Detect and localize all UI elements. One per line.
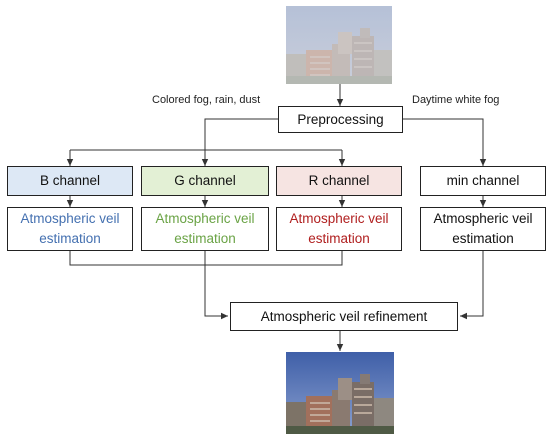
r-channel-box: R channel <box>276 166 402 196</box>
connector-preprocessing-left <box>204 118 278 150</box>
veil-estimation-min-box: Atmospheric veil estimation <box>420 207 546 251</box>
veil-estimation-r-box: Atmospheric veil estimation <box>276 207 402 251</box>
edge-label-colored-fog: Colored fog, rain, dust <box>152 94 261 106</box>
veil-estimation-r-label: Atmospheric veil estimation <box>289 211 389 246</box>
min-channel-label: min channel <box>446 173 520 189</box>
veil-estimation-g-box: Atmospheric veil estimation <box>141 207 269 251</box>
arrow-to-min-channel <box>403 118 487 166</box>
b-channel-label: B channel <box>39 173 101 189</box>
veil-estimation-g-label: Atmospheric veil estimation <box>155 211 255 246</box>
veil-estimation-b-box: Atmospheric veil estimation <box>7 207 133 251</box>
edge-label-white-fog: Daytime white fog <box>412 94 500 106</box>
connector-veil-merge <box>69 251 343 266</box>
veil-estimation-min-label: Atmospheric veil estimation <box>433 211 533 246</box>
r-channel-label: R channel <box>308 173 370 189</box>
b-channel-box: B channel <box>7 166 133 196</box>
veil-refinement-box: Atmospheric veil refinement <box>230 302 458 331</box>
g-channel-box: G channel <box>141 166 269 196</box>
g-channel-label: G channel <box>174 173 236 189</box>
preprocessing-label: Preprocessing <box>297 111 384 127</box>
veil-estimation-b-label: Atmospheric veil estimation <box>20 211 120 246</box>
output-dehazed-image <box>286 352 394 434</box>
arrow-merge-to-refinement <box>204 265 228 320</box>
preprocessing-box: Preprocessing <box>278 106 403 133</box>
veil-refinement-label: Atmospheric veil refinement <box>260 308 428 324</box>
hazy-city-photo-icon <box>286 6 392 84</box>
dehazed-city-photo-icon <box>286 352 394 434</box>
input-hazy-image <box>286 6 392 84</box>
min-channel-box: min channel <box>420 166 546 196</box>
arrow-min-veil-to-refinement <box>460 251 484 320</box>
